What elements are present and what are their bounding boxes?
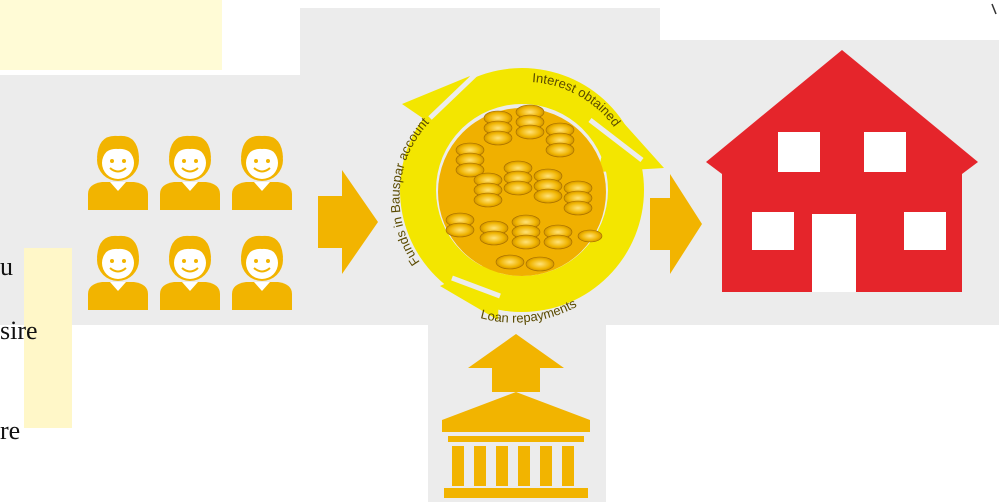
person-icon xyxy=(231,134,293,211)
highlight-panel xyxy=(0,0,222,70)
bank-icon xyxy=(442,392,590,498)
savers-group xyxy=(87,134,293,311)
person-icon xyxy=(87,234,149,311)
text-fragment-3: re xyxy=(0,416,21,445)
person-icon xyxy=(159,134,221,211)
arrow-right-icon xyxy=(650,174,702,274)
coins-icon xyxy=(438,104,606,276)
arrow-right-icon xyxy=(318,170,378,274)
corner-mark xyxy=(991,3,997,15)
person-icon xyxy=(159,234,221,311)
text-fragment-2: sire xyxy=(0,316,38,345)
arrow-up-icon xyxy=(468,334,564,392)
house-icon xyxy=(706,50,978,292)
person-icon xyxy=(231,234,293,311)
text-fragment-1: u xyxy=(0,252,13,281)
person-icon xyxy=(87,134,149,211)
text-highlight xyxy=(24,248,72,428)
